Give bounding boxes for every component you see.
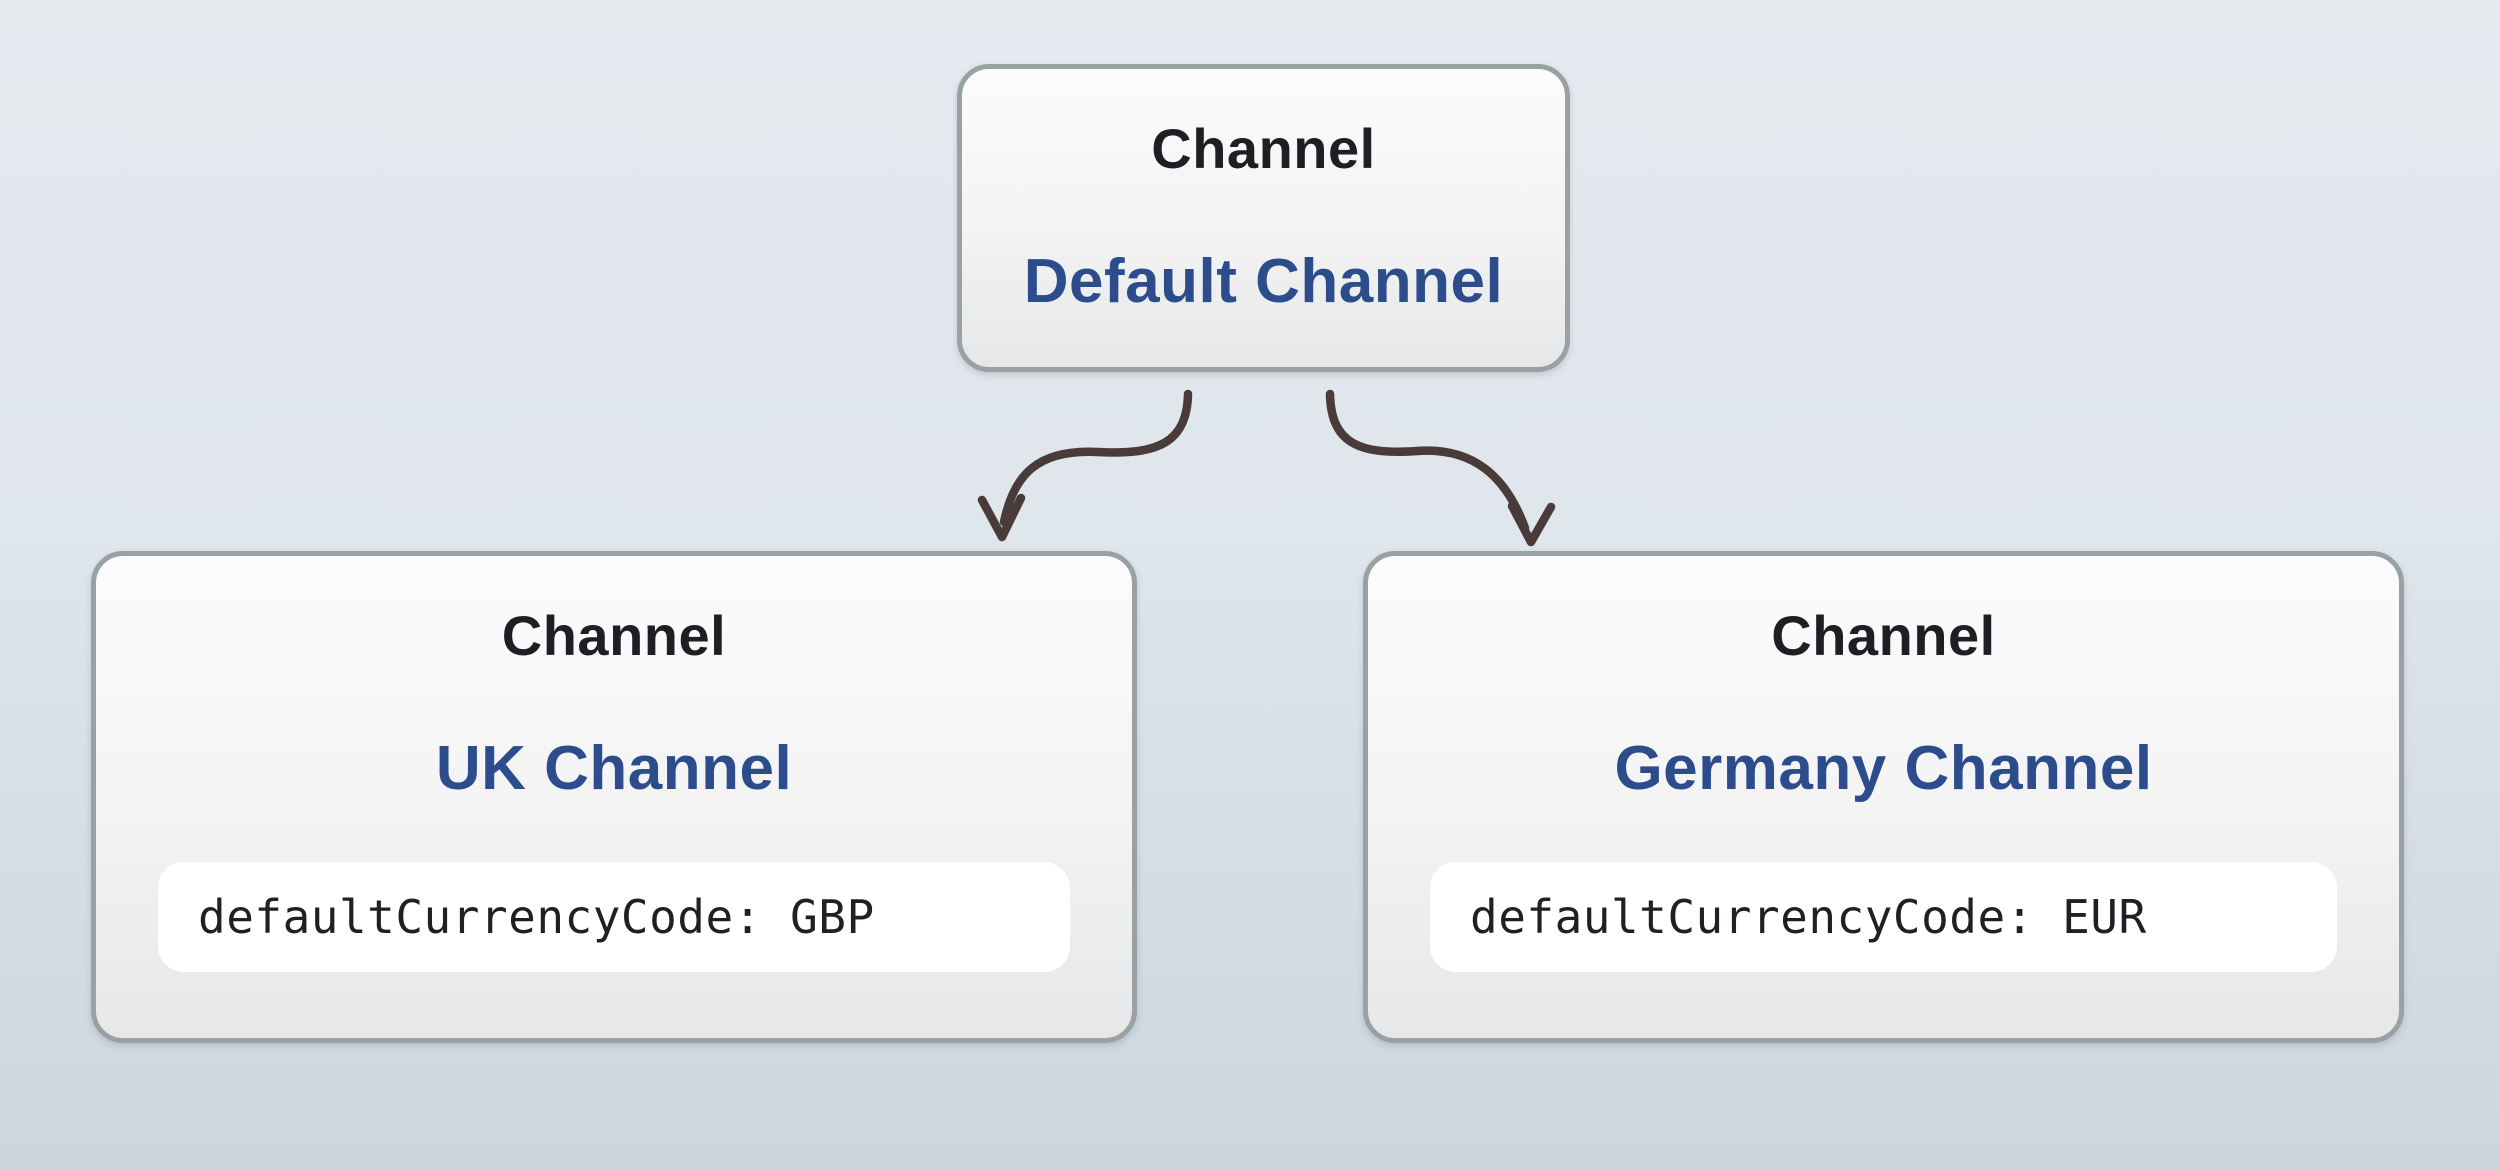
- node-default-channel: Channel Default Channel: [957, 64, 1570, 372]
- edge-default-to-germany-curve: [1325, 389, 1530, 533]
- currency-code-text: defaultCurrencyCode: GBP: [198, 890, 875, 944]
- edge-default-to-germany: [1325, 389, 1556, 547]
- node-name: Germany Channel: [1614, 734, 2153, 803]
- edge-default-to-uk-arrowhead-icon: [977, 493, 1026, 542]
- edge-default-to-uk-curve: [999, 389, 1193, 527]
- currency-code-text: defaultCurrencyCode: EUR: [1470, 890, 2147, 944]
- node-name: UK Channel: [435, 734, 793, 803]
- node-germany-channel: Channel Germany Channel defaultCurrencyC…: [1363, 551, 2404, 1043]
- node-type-label: Channel: [501, 604, 727, 667]
- node-uk-channel: Channel UK Channel defaultCurrencyCode: …: [91, 551, 1137, 1043]
- node-type-label: Channel: [1151, 117, 1376, 180]
- edge-default-to-uk: [977, 389, 1193, 542]
- currency-code-chip: defaultCurrencyCode: EUR: [1430, 862, 2337, 972]
- edge-default-to-germany-arrowhead-icon: [1507, 501, 1556, 547]
- node-name: Default Channel: [1023, 247, 1504, 316]
- currency-code-chip: defaultCurrencyCode: GBP: [158, 862, 1070, 972]
- node-type-label: Channel: [1771, 604, 1996, 667]
